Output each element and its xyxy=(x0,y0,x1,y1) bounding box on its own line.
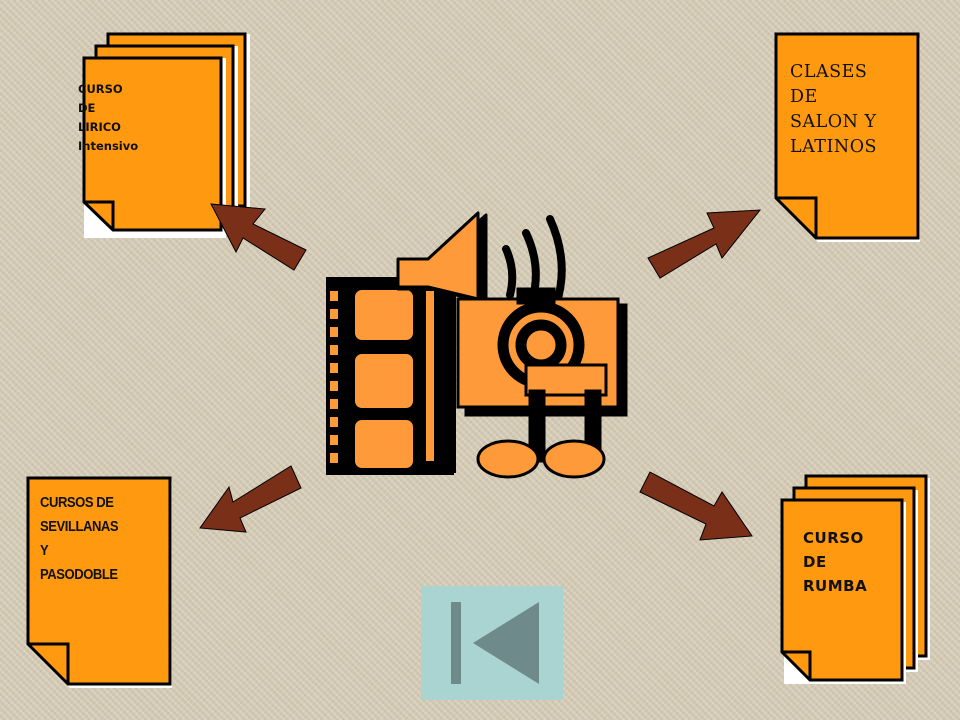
doc-stack-lirico[interactable] xyxy=(40,28,250,248)
doc-stack-rumba-shape xyxy=(780,474,930,684)
arrow-up-right xyxy=(647,209,762,279)
doc-label-line: PASODOBLE xyxy=(40,567,118,583)
doc-salon-shape xyxy=(774,32,920,242)
doc-sevillanas-shape xyxy=(26,476,172,688)
first-slide-button[interactable] xyxy=(421,586,563,700)
doc-label-line: SALON Y xyxy=(790,112,877,132)
doc-label-line: Y xyxy=(40,543,49,559)
doc-label-line: CLASES xyxy=(790,62,868,82)
doc-label-line: CURSO xyxy=(78,82,123,96)
skip-to-start-icon xyxy=(451,602,539,684)
doc-sevillanas[interactable] xyxy=(18,474,188,694)
doc-label-rumba: CURSO DE RUMBA xyxy=(803,526,903,598)
doc-label-line: Intensivo xyxy=(78,139,139,153)
doc-label-sevillanas: CURSOS DE SEVILLANAS Y PASODOBLE xyxy=(40,491,157,587)
doc-label-line: SEVILLANAS xyxy=(40,519,119,535)
arrow-down-left xyxy=(199,465,302,533)
doc-label-line: DE xyxy=(790,87,818,107)
doc-label-salon: CLASES DE SALON Y LATINOS xyxy=(790,60,910,160)
doc-label-lirico: CURSO DE LIRICO Intensivo xyxy=(78,80,168,156)
doc-label-line: LATINOS xyxy=(790,137,878,157)
arrow-down-right xyxy=(639,471,753,541)
doc-label-line: CURSOS DE xyxy=(40,495,114,511)
doc-label-line: RUMBA xyxy=(803,577,868,595)
doc-stack-lirico-shape xyxy=(82,32,250,238)
doc-label-line: LIRICO xyxy=(78,120,121,134)
doc-stack-rumba[interactable] xyxy=(770,474,940,694)
doc-label-line: DE xyxy=(803,553,827,571)
doc-label-line: CURSO xyxy=(803,529,864,547)
multimedia-film-speaker-music-icon xyxy=(326,211,628,479)
doc-label-line: DE xyxy=(78,101,96,115)
arrow-up-left xyxy=(210,203,307,271)
doc-salon[interactable] xyxy=(760,30,930,250)
